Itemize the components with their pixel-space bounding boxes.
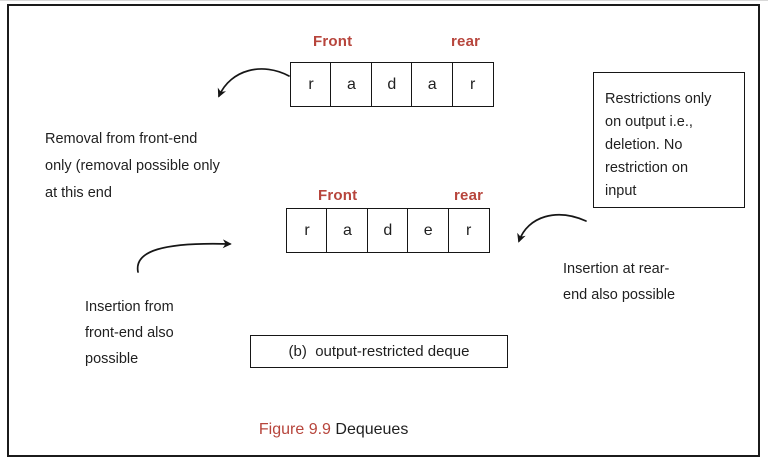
figure-title: Dequeues bbox=[330, 421, 409, 438]
restrictions-box: Restrictions only on output i.e., deleti… bbox=[593, 72, 745, 208]
figure-caption: Figure 9.9 Dequeues bbox=[250, 403, 408, 439]
note-line: Restrictions only bbox=[605, 91, 712, 107]
page-top-hairline bbox=[0, 0, 768, 1]
note-line: Insertion from bbox=[85, 299, 174, 315]
note-line: restriction on bbox=[605, 160, 689, 176]
array-cell: r bbox=[447, 208, 490, 253]
note-line: end also possible bbox=[563, 287, 676, 303]
note-line: at this end bbox=[45, 185, 112, 201]
top-queue-array: r a d a r bbox=[290, 62, 494, 107]
note-line: deletion. No bbox=[605, 137, 683, 153]
array-cell: a bbox=[330, 62, 373, 107]
array-cell: a bbox=[411, 62, 454, 107]
note-line: possible bbox=[85, 351, 139, 367]
subfigure-label-box: (b) output-restricted deque bbox=[250, 335, 508, 368]
figure-number: Figure 9.9 bbox=[258, 421, 331, 438]
note-line: on output i.e., bbox=[605, 114, 693, 130]
note-line: Insertion at rear- bbox=[563, 261, 670, 277]
array-cell: r bbox=[286, 208, 328, 253]
bottom-queue-rear-label: rear bbox=[454, 187, 484, 204]
array-cell: d bbox=[370, 62, 413, 107]
insertion-front-note: Insertion from front-end also possible bbox=[85, 294, 174, 372]
bottom-queue-array: r a d e r bbox=[286, 208, 490, 253]
array-cell: e bbox=[407, 208, 450, 253]
array-cell: r bbox=[451, 62, 494, 107]
insertion-rear-note: Insertion at rear- end also possible bbox=[563, 256, 675, 308]
array-cell: a bbox=[326, 208, 369, 253]
array-cell: d bbox=[366, 208, 409, 253]
array-cell: r bbox=[290, 62, 332, 107]
bottom-queue-front-label: Front bbox=[318, 187, 358, 204]
note-line: only (removal possible only bbox=[45, 158, 220, 174]
removal-note: Removal from front-end only (removal pos… bbox=[45, 126, 220, 207]
note-line: Removal from front-end bbox=[45, 131, 198, 147]
note-line: input bbox=[605, 183, 637, 199]
note-line: front-end also bbox=[85, 325, 174, 341]
top-queue-rear-label: rear bbox=[451, 33, 481, 50]
top-queue-front-label: Front bbox=[313, 33, 353, 50]
